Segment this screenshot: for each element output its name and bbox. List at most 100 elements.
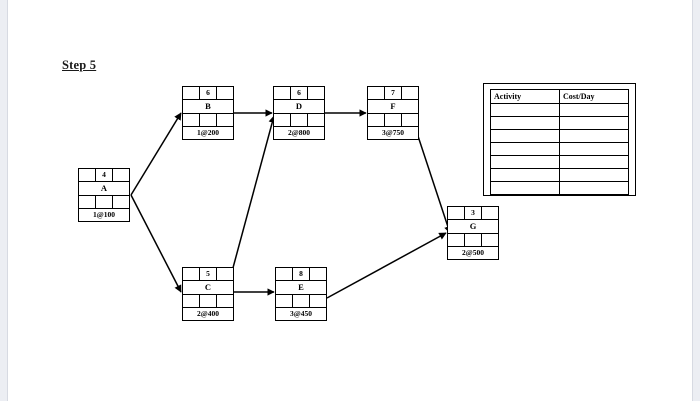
node-c-cell-lf — [217, 295, 233, 307]
node-c-duration-row: 5 — [183, 268, 233, 282]
node-a-cell-lf — [113, 196, 129, 208]
table-row[interactable] — [490, 181, 629, 195]
node-b-cell-ef — [217, 87, 233, 99]
node-e-cost: 3@450 — [290, 309, 312, 319]
cost-table-cell-costday[interactable] — [559, 168, 629, 182]
node-d-duration-row: 6 — [274, 87, 324, 101]
table-row[interactable] — [490, 142, 629, 156]
node-a-label-row: A — [79, 182, 129, 196]
activity-node-b[interactable]: 6 B 1@200 — [182, 86, 234, 140]
cost-table-cell-activity[interactable] — [490, 142, 560, 156]
node-g-cost: 2@500 — [462, 248, 484, 258]
cost-table-cell-costday[interactable] — [559, 181, 629, 195]
node-e-cell-slack — [293, 294, 310, 307]
activity-node-a[interactable]: 4 A 1@100 — [78, 168, 130, 222]
node-f-cost-row: 3@750 — [368, 127, 418, 139]
activity-node-f[interactable]: 7 F 3@750 — [367, 86, 419, 140]
cost-table-cell-costday[interactable] — [559, 129, 629, 143]
cost-table-cell-costday[interactable] — [559, 103, 629, 117]
node-g-cell-ef — [482, 207, 498, 219]
node-g-cell-lf — [482, 234, 498, 246]
node-d-duration: 6 — [291, 87, 308, 100]
node-e-cell-ls — [276, 294, 293, 307]
table-row[interactable] — [490, 168, 629, 182]
node-e-label-row: E — [276, 281, 326, 295]
cost-table-cell-costday[interactable] — [559, 142, 629, 156]
node-e-duration-row: 8 — [276, 268, 326, 282]
node-f-label-row: F — [368, 100, 418, 114]
node-f-cell-es — [368, 87, 385, 100]
activity-node-d[interactable]: 6 D 2@800 — [273, 86, 325, 140]
cost-table[interactable]: Activity Cost/Day — [490, 89, 629, 195]
cost-table-frame: Activity Cost/Day — [483, 83, 636, 196]
node-a-cost-row: 1@100 — [79, 209, 129, 221]
cost-table-cell-costday[interactable] — [559, 155, 629, 169]
node-b-label-row: B — [183, 100, 233, 114]
node-d-slack-row — [274, 113, 324, 127]
node-d-cell-slack — [291, 113, 308, 126]
node-c-cell-es — [183, 268, 200, 281]
node-f-duration-row: 7 — [368, 87, 418, 101]
edge-e-to-g — [326, 232, 447, 299]
page-edge-right — [693, 0, 700, 401]
node-c-label: C — [204, 282, 212, 293]
cost-table-cell-costday[interactable] — [559, 116, 629, 130]
page-edge-line-left — [7, 0, 8, 401]
node-c-cell-ef — [217, 268, 233, 280]
node-b-duration-row: 6 — [183, 87, 233, 101]
node-a-cell-es — [79, 169, 96, 182]
node-f-cost: 3@750 — [382, 128, 404, 138]
node-g-cell-slack — [465, 233, 482, 246]
node-e-slack-row — [276, 294, 326, 308]
cost-table-cell-activity[interactable] — [490, 103, 560, 117]
node-e-cell-lf — [310, 295, 326, 307]
node-f-cell-ls — [368, 113, 385, 126]
node-c-label-row: C — [183, 281, 233, 295]
node-a-label: A — [100, 183, 108, 194]
node-a-duration: 4 — [96, 169, 113, 182]
cost-table-cell-activity[interactable] — [490, 129, 560, 143]
cost-table-header-costday: Cost/Day — [559, 89, 629, 104]
activity-node-c[interactable]: 5 C 2@400 — [182, 267, 234, 321]
node-c-duration: 5 — [200, 268, 217, 281]
node-c-cost: 2@400 — [197, 309, 219, 319]
node-c-cell-ls — [183, 294, 200, 307]
table-row[interactable] — [490, 116, 629, 130]
node-f-duration: 7 — [385, 87, 402, 100]
node-c-cell-slack — [200, 294, 217, 307]
cost-table-head: Activity Cost/Day — [490, 89, 629, 104]
node-e-cost-row: 3@450 — [276, 308, 326, 320]
node-d-cost-row: 2@800 — [274, 127, 324, 139]
cost-table-cell-activity[interactable] — [490, 155, 560, 169]
activity-node-e[interactable]: 8 E 3@450 — [275, 267, 327, 321]
cost-table-body — [490, 103, 629, 195]
node-a-cell-ef — [113, 169, 129, 181]
node-b-slack-row — [183, 113, 233, 127]
table-row[interactable] — [490, 103, 629, 117]
node-e-cell-ef — [310, 268, 326, 280]
node-f-label: F — [390, 101, 396, 112]
node-b-cell-ls — [183, 113, 200, 126]
node-g-cell-ls — [448, 233, 465, 246]
node-d-label: D — [295, 101, 303, 112]
node-d-cost: 2@800 — [288, 128, 310, 138]
node-b-cell-slack — [200, 113, 217, 126]
table-row[interactable] — [490, 155, 629, 169]
node-b-duration: 6 — [200, 87, 217, 100]
node-g-duration-row: 3 — [448, 207, 498, 221]
cost-table-cell-activity[interactable] — [490, 168, 560, 182]
node-g-cell-es — [448, 207, 465, 220]
node-b-cell-es — [183, 87, 200, 100]
node-e-cell-es — [276, 268, 293, 281]
table-row[interactable] — [490, 129, 629, 143]
edge-f-to-g — [413, 123, 452, 234]
edge-c-to-d — [226, 115, 276, 291]
node-a-cell-ls — [79, 195, 96, 208]
cost-table-header-activity: Activity — [490, 89, 560, 104]
cost-table-cell-activity[interactable] — [490, 116, 560, 130]
node-b-cost: 1@200 — [197, 128, 219, 138]
node-e-duration: 8 — [293, 268, 310, 281]
node-a-duration-row: 4 — [79, 169, 129, 183]
cost-table-cell-activity[interactable] — [490, 181, 560, 195]
activity-node-g[interactable]: 3 G 2@500 — [447, 206, 499, 260]
